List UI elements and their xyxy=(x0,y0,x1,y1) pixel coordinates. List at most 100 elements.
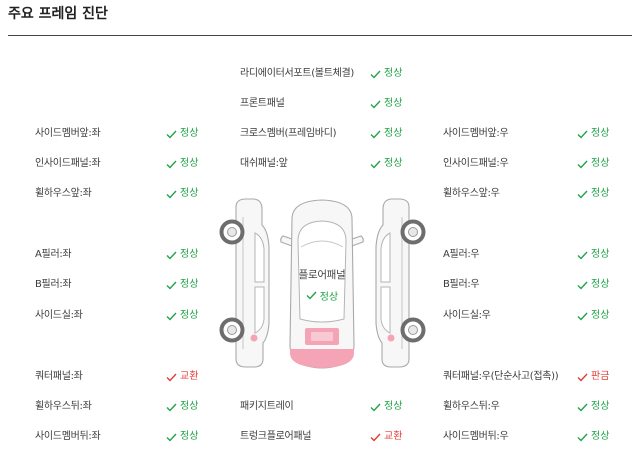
check-icon xyxy=(166,160,177,169)
frame-item-label: 휠하우스앞:우 xyxy=(443,188,500,199)
check-icon xyxy=(166,130,177,139)
check-icon xyxy=(370,100,381,109)
frame-item-wheel-house-rear-right: 휠하우스뒤:우 정상 xyxy=(443,400,618,414)
rear-window xyxy=(380,286,391,334)
frame-item-label: 크로스멤버(프레임바디) xyxy=(240,128,337,139)
check-icon xyxy=(577,190,588,199)
frame-item-label: 휠하우스뒤:좌 xyxy=(35,401,92,412)
frame-item-label: 휠하우스뒤:우 xyxy=(443,401,500,412)
frame-item-label: 휠하우스앞:좌 xyxy=(35,188,92,199)
status-badge: 정상 xyxy=(577,278,609,292)
frame-item-label: 사이드실:좌 xyxy=(35,310,83,321)
check-icon xyxy=(166,281,177,290)
status-text: 정상 xyxy=(180,279,199,290)
status-badge: 정상 xyxy=(577,248,609,262)
status-badge: 정상 xyxy=(166,309,198,323)
frame-item-b-pillar-right: B필러:우 정상 xyxy=(443,278,618,292)
check-icon xyxy=(577,312,588,321)
windshield-line xyxy=(300,240,344,248)
frame-item-label: 사이드멤버앞:좌 xyxy=(35,128,101,139)
check-icon xyxy=(166,403,177,412)
status-badge: 정상 xyxy=(166,278,198,292)
status-badge: 정상 xyxy=(577,400,609,414)
status-badge: 정상 xyxy=(166,187,198,201)
status-text: 정상 xyxy=(180,310,199,321)
status-text: 정상 xyxy=(319,291,339,303)
status-text: 정상 xyxy=(591,401,610,412)
frame-item-label: B필러:좌 xyxy=(35,279,72,290)
status-text: 정상 xyxy=(384,68,403,79)
frame-item-front-panel: 프론트패널 정상 xyxy=(240,97,415,111)
car-side-view-right xyxy=(375,198,426,368)
status-badge: 정상 xyxy=(166,127,198,141)
check-icon xyxy=(166,312,177,321)
frame-item-b-pillar-left: B필러:좌 정상 xyxy=(35,278,210,292)
status-badge: 정상 xyxy=(370,67,402,81)
check-icon xyxy=(577,403,588,412)
status-text: 정상 xyxy=(384,401,403,412)
right-mirror xyxy=(351,235,364,247)
status-text: 정상 xyxy=(180,128,199,139)
status-text: 정상 xyxy=(591,188,610,199)
frame-item-dash-panel-front: 대쉬패널:앞 정상 xyxy=(240,157,415,171)
check-icon xyxy=(370,160,381,169)
status-text: 정상 xyxy=(591,128,610,139)
status-text: 정상 xyxy=(591,158,610,169)
status-badge: 교환 xyxy=(370,430,402,444)
front-wheel-hub xyxy=(227,227,237,237)
status-text: 정상 xyxy=(591,249,610,260)
status-badge: 정상 xyxy=(577,309,609,323)
check-icon xyxy=(577,433,588,442)
status-badge: 정상 xyxy=(166,430,198,444)
check-icon xyxy=(577,373,588,382)
trunk-floor-inner xyxy=(311,332,333,341)
frame-item-label: 사이드실:우 xyxy=(443,310,491,321)
car-side-view-left xyxy=(219,198,270,368)
frame-item-wheel-house-front-left: 휠하우스앞:좌 정상 xyxy=(35,187,210,201)
frame-item-inside-panel-left: 인사이드패널:좌 정상 xyxy=(35,157,210,171)
frame-item-trunk-floor-panel: 트렁크플로어패널 교환 xyxy=(240,430,415,444)
frame-item-label: A필러:우 xyxy=(443,249,480,260)
frame-item-label: B필러:우 xyxy=(443,279,480,290)
frame-item-side-member-rear-left: 사이드멤버뒤:좌 정상 xyxy=(35,430,210,444)
rear-wheel-hub xyxy=(227,325,237,335)
frame-item-inside-panel-right: 인사이드패널:우 정상 xyxy=(443,157,618,171)
status-badge: 정상 xyxy=(370,400,402,414)
front-window xyxy=(380,232,391,283)
check-icon xyxy=(577,251,588,260)
status-text: 정상 xyxy=(180,401,199,412)
frame-item-a-pillar-left: A필러:좌 정상 xyxy=(35,248,210,262)
status-text: 정상 xyxy=(384,158,403,169)
frame-item-side-member-rear-right: 사이드멤버뒤:우 정상 xyxy=(443,430,618,444)
front-window xyxy=(254,232,265,283)
status-badge: 정상 xyxy=(166,157,198,171)
frame-item-quarter-panel-left: 쿼터패널:좌 교환 xyxy=(35,370,210,384)
frame-item-label: 사이드멤버앞:우 xyxy=(443,128,509,139)
status-text: 정상 xyxy=(384,128,403,139)
frame-item-label: 프론트패널 xyxy=(240,98,285,109)
status-badge: 정상 xyxy=(577,127,609,141)
frame-item-side-member-front-right: 사이드멤버앞:우 정상 xyxy=(443,127,618,141)
status-badge: 정상 xyxy=(370,127,402,141)
check-icon xyxy=(370,70,381,79)
car-frame-diagram xyxy=(219,198,426,369)
check-icon xyxy=(166,373,177,382)
frame-item-label: 사이드멤버뒤:우 xyxy=(443,431,509,442)
frame-item-label: 대쉬패널:앞 xyxy=(240,158,288,169)
frame-item-label: 인사이드패널:좌 xyxy=(35,158,101,169)
front-wheel-hub xyxy=(408,227,418,237)
status-badge: 정상 xyxy=(166,400,198,414)
status-badge: 정상 xyxy=(166,248,198,262)
frame-item-label: 라디에이터서포트(볼트체결) xyxy=(240,68,355,79)
frame-item-side-member-front-left: 사이드멤버앞:좌 정상 xyxy=(35,127,210,141)
status-text: 교환 xyxy=(384,431,403,442)
check-icon xyxy=(306,291,317,300)
frame-item-label: 쿼터패널:우(단순사고(접촉)) xyxy=(443,371,559,382)
frame-item-label: A필러:좌 xyxy=(35,249,72,260)
floor-panel-status: 정상 xyxy=(282,288,362,303)
left-mirror xyxy=(280,235,293,247)
check-icon xyxy=(577,160,588,169)
frame-item-wheel-house-front-right: 휠하우스앞:우 정상 xyxy=(443,187,618,201)
frame-item-label: 트렁크플로어패널 xyxy=(240,431,312,442)
